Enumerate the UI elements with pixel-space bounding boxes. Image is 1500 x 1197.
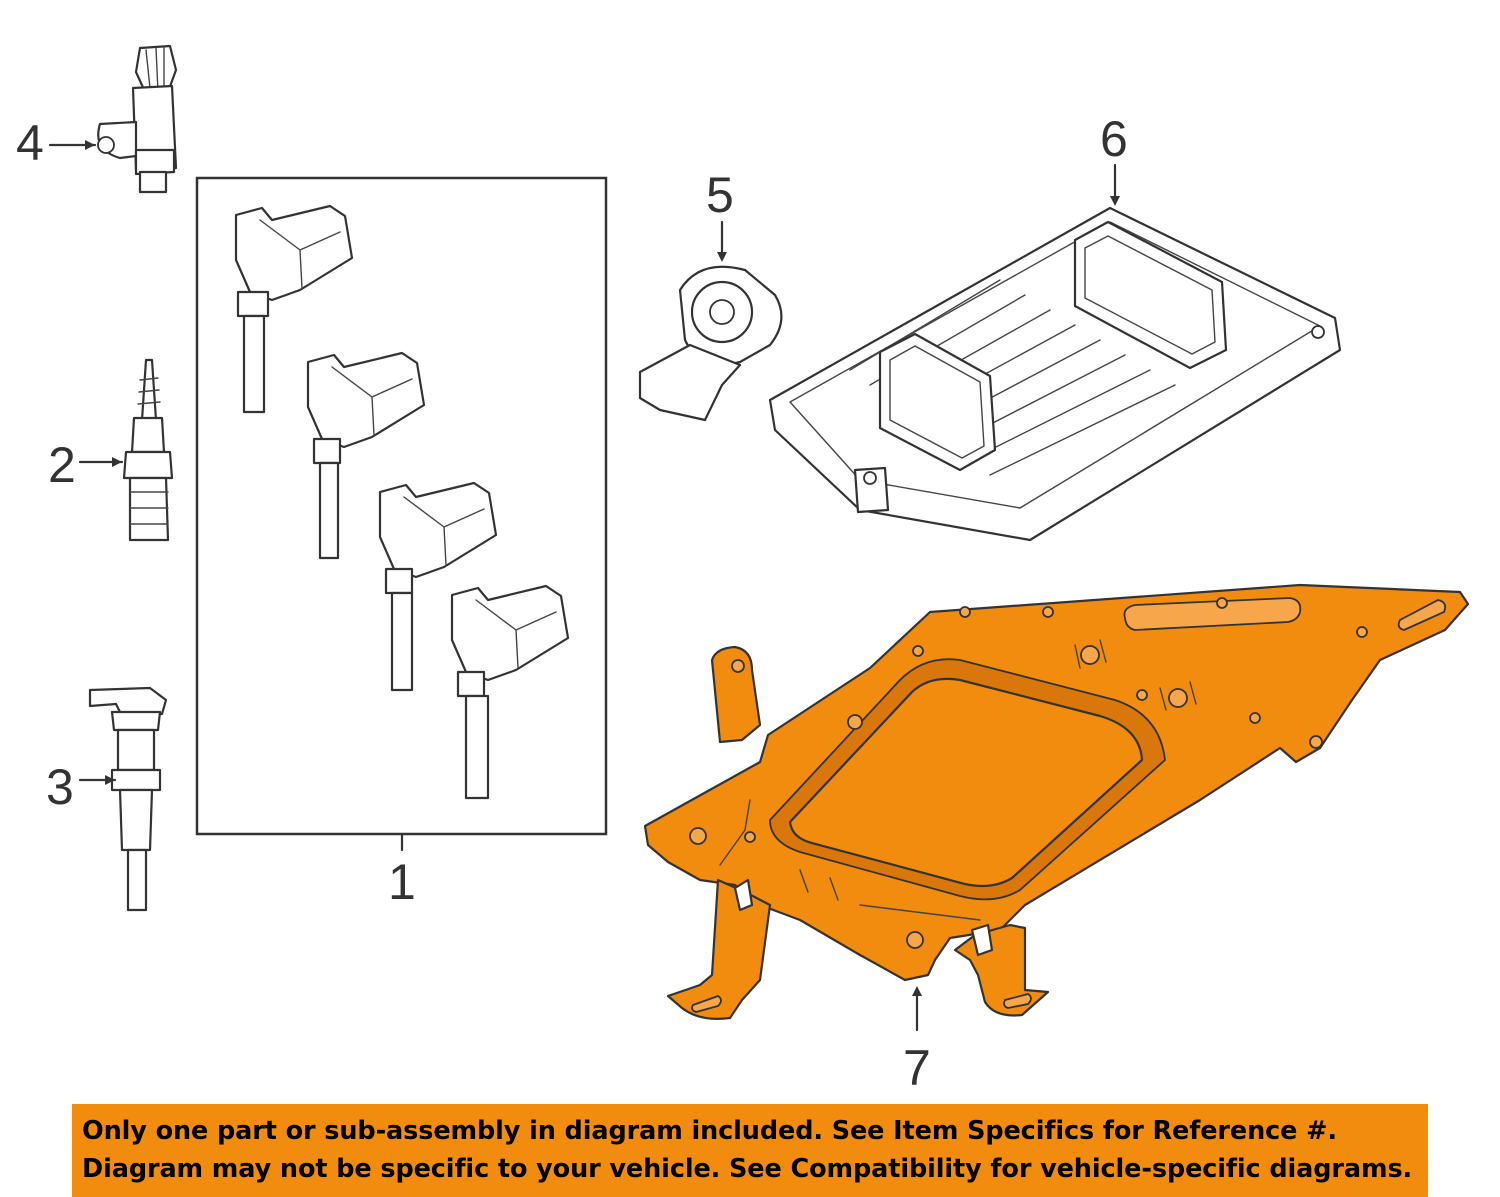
knock-sensor-drawing — [638, 265, 783, 422]
callout-5-label: 5 — [706, 167, 734, 223]
ecm-drawing — [768, 206, 1342, 542]
callout-3-label: 3 — [46, 759, 74, 815]
disclaimer-banner: Only one part or sub-assembly in diagram… — [72, 1104, 1428, 1197]
sensor-probe-drawing — [88, 686, 168, 912]
callout-4-label: 4 — [16, 115, 44, 171]
mounting-bracket-drawing — [643, 583, 1470, 1020]
disclaimer-line-1: Only one part or sub-assembly in diagram… — [82, 1116, 1337, 1146]
spark-plug-drawing — [122, 358, 174, 542]
disclaimer-background — [72, 1104, 1428, 1197]
callout-7-label: 7 — [903, 1040, 931, 1096]
position-sensor-drawing — [97, 44, 178, 194]
callout-2-label: 2 — [48, 437, 76, 493]
disclaimer-line-2: Diagram may not be specific to your vehi… — [82, 1154, 1413, 1184]
callout-6-label: 6 — [1100, 111, 1128, 167]
callout-1-label: 1 — [388, 854, 416, 910]
ignition-coils-drawing — [234, 204, 570, 800]
